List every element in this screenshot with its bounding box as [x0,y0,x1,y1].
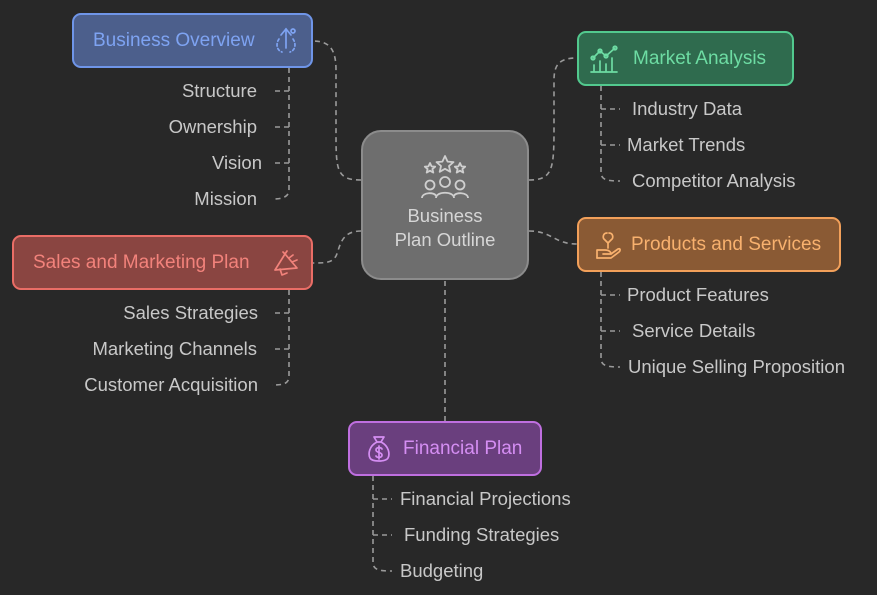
business-overview-item: Structure [181,80,257,101]
products-services-item: Unique Selling Proposition [628,356,845,377]
chart-growth-icon [590,44,618,73]
team-stars-icon [421,155,469,199]
sales-marketing-node[interactable]: Sales and Marketing Plan [12,235,313,290]
business-overview-title: Business Overview [93,29,255,51]
central-topic-line2: Plan Outline [394,229,496,250]
business-overview-item: Vision [211,152,262,173]
financial-plan-item: Funding Strategies [404,524,560,545]
market-analysis-item: Competitor Analysis [632,170,796,191]
products-services-node[interactable]: Products and Services [577,217,841,272]
sales-marketing-item: Marketing Channels [92,338,257,359]
sales-marketing-item: Customer Acquisition [84,374,258,395]
business-overview-node[interactable]: Business Overview [72,13,313,68]
sales-marketing-title: Sales and Marketing Plan [33,251,250,273]
sales-marketing-item: Sales Strategies [123,302,258,323]
money-bag-icon [368,435,390,462]
megaphone-icon [274,249,298,276]
market-analysis-title: Market Analysis [633,47,767,69]
rocket-dashed-icon [276,27,296,53]
central-topic-line1: Business [407,205,483,226]
market-analysis-item: Market Trends [627,134,746,155]
hand-wrench-icon [596,231,621,259]
financial-plan-item: Budgeting [400,560,484,581]
products-services-item: Product Features [627,284,769,305]
central-topic-label: Business Plan Outline [370,204,520,252]
business-overview-item: Mission [194,188,257,209]
market-analysis-node[interactable]: Market Analysis [577,31,794,86]
business-overview-item: Ownership [168,116,257,137]
financial-plan-node[interactable]: Financial Plan [348,421,542,476]
financial-plan-title: Financial Plan [403,437,523,459]
products-services-item: Service Details [632,320,756,341]
central-topic-node: Business Plan Outline [361,130,529,280]
market-analysis-item: Industry Data [632,98,743,119]
products-services-title: Products and Services [631,233,822,255]
financial-plan-item: Financial Projections [400,488,571,509]
